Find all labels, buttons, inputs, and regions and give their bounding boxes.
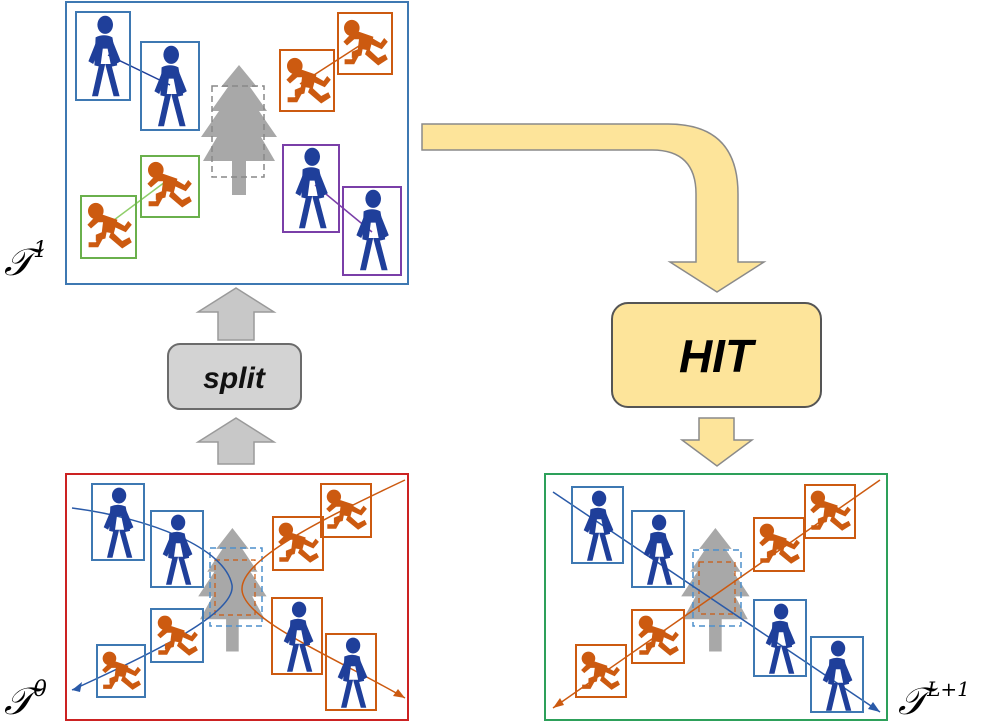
trajectory-line (71, 507, 233, 691)
arrow-head (393, 689, 405, 698)
detection-box (753, 517, 805, 572)
split-box (167, 343, 302, 410)
detection-box (271, 597, 323, 675)
track-link (109, 181, 166, 224)
detection-box (810, 636, 864, 713)
label-tl: 𝒯L+1 (898, 677, 970, 723)
detection-box (804, 484, 856, 539)
label-t0: 𝒯0 (4, 677, 47, 723)
detection-box (282, 144, 340, 233)
occluder-box (209, 547, 263, 627)
detection-box (272, 516, 324, 571)
detection-box (320, 483, 372, 538)
detection-box (631, 510, 685, 588)
hit-box (611, 302, 822, 408)
detection-box (140, 155, 200, 218)
occluder-box (698, 561, 736, 615)
detection-box (150, 510, 204, 588)
arrow-head (553, 698, 564, 708)
occluder-box (214, 559, 256, 616)
detection-box (150, 608, 204, 663)
detection-box (325, 633, 377, 711)
panel-t0 (65, 473, 409, 721)
detection-box (342, 186, 402, 276)
detection-box (631, 609, 685, 664)
trajectory-line (241, 479, 406, 699)
label-t1: 𝒯1 (4, 238, 47, 284)
panel-t1 (65, 1, 409, 285)
detection-box (575, 644, 627, 698)
detection-box (753, 599, 807, 677)
detection-box (91, 483, 145, 561)
split-label: split (203, 362, 267, 395)
up-arrow (195, 287, 277, 341)
arrow-head (868, 702, 880, 712)
detection-box (140, 41, 200, 131)
detection-box (75, 11, 131, 101)
detection-box (571, 486, 624, 564)
occluder-box (211, 85, 265, 178)
hit-label: HIT (679, 330, 757, 382)
down-arrow (679, 417, 755, 467)
curved-arrow (421, 123, 767, 293)
up-arrow (195, 417, 277, 465)
panel-tl (544, 473, 888, 721)
detection-box (279, 49, 335, 112)
arrow-head (72, 682, 82, 692)
occluder-box (692, 549, 742, 627)
detection-box (337, 12, 393, 75)
detection-box (80, 195, 137, 259)
detection-box (96, 644, 146, 698)
